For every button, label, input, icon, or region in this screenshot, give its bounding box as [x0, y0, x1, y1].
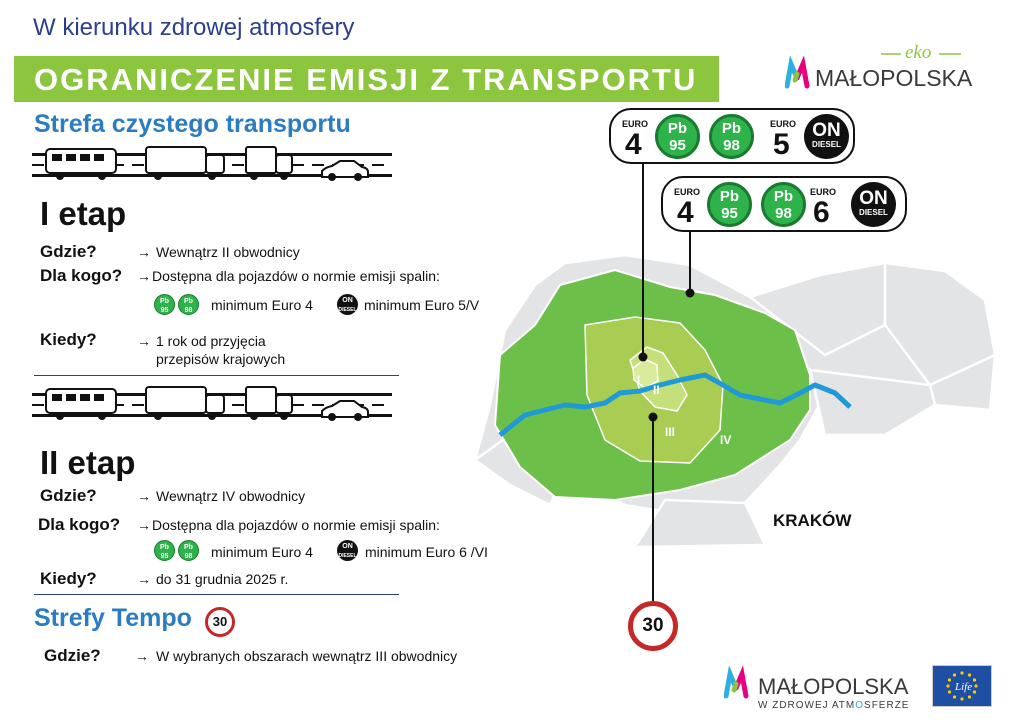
euro-card1-petrol-value: 4 — [625, 128, 642, 161]
stage1-diesel-requirement: minimum Euro 5/V — [364, 297, 480, 313]
stage2-when-label: Kiedy? — [40, 569, 97, 588]
stage1-when-value-2: przepisów krajowych — [156, 351, 286, 367]
eko-malopolska-logo: eko MAŁOPOLSKA — [785, 42, 973, 91]
stage2-when-value: do 31 grudnia 2025 r. — [156, 571, 289, 587]
stage1-who-label: Dla kogo? — [40, 266, 123, 285]
stage-divider — [34, 594, 399, 595]
logo-eko-tag: eko — [905, 42, 931, 63]
vistula-river — [498, 372, 852, 437]
stage2-when-arrow-icon: → — [137, 571, 151, 587]
stage1-petrol-requirement: minimum Euro 4 — [211, 297, 313, 313]
stage2-who-label: Dla kogo? — [38, 515, 121, 534]
leader-lines — [638, 158, 695, 602]
stage1-title: I etap — [40, 195, 127, 232]
stage1-where-arrow-icon: → — [137, 244, 151, 260]
stage2-where-label: Gdzie? — [40, 486, 97, 505]
stage2-title: II etap — [40, 444, 136, 481]
euro-card1-diesel-value: 5 — [773, 128, 790, 161]
eu-life-flag-icon: Life — [932, 665, 992, 707]
euro-card1-diesel-label: EURO — [770, 119, 797, 129]
stage1-who-value: Dostępna dla pojazdów o normie emisji sp… — [152, 268, 440, 284]
stage2-who-value: Dostępna dla pojazdów o normie emisji sp… — [152, 517, 440, 533]
road-vehicles-1-icon — [32, 146, 392, 181]
stage1-when-value-1: 1 rok od przyjęcia — [156, 333, 266, 349]
stage2-diesel-requirement: minimum Euro 6 /VI — [365, 544, 488, 560]
ring-label-iv: IV — [720, 433, 731, 447]
ring-label-i: I — [637, 374, 640, 386]
malopolska-logo: MAŁOPOLSKA W ZDROWEJ ATMOSFERZE — [724, 665, 909, 711]
stage1-where-value: Wewnątrz II obwodnicy — [156, 244, 300, 260]
clean-zone-title: Strefa czystego transportu — [34, 110, 351, 138]
footer-logo-name: MAŁOPOLSKA — [758, 674, 909, 699]
stage2-where-value: Wewnątrz IV obwodnicy — [156, 488, 306, 504]
euro-card1-petrol-label: EURO — [622, 119, 649, 129]
euro-card2-diesel-label: EURO — [810, 187, 837, 197]
stage2-who-arrow-icon: → — [137, 517, 151, 533]
tempo-where-value: W wybranych obszarach wewnątrz III obwod… — [156, 648, 458, 664]
stage1-when-arrow-icon: → — [137, 333, 151, 349]
stage1-where-label: Gdzie? — [40, 242, 97, 261]
tempo-where-label: Gdzie? — [44, 646, 101, 665]
city-name: KRAKÓW — [773, 511, 852, 530]
ring-label-ii: II — [653, 383, 660, 397]
road-vehicles-2-icon — [32, 386, 392, 421]
stage-divider — [34, 375, 399, 376]
footer-logo-tagline: W ZDROWEJ ATMOSFERZE — [758, 700, 909, 711]
banner-title: OGRANICZENIE EMISJI Z TRANSPORTU — [34, 62, 698, 97]
euro-card2-petrol-value: 4 — [677, 196, 694, 229]
stage1-when-label: Kiedy? — [40, 330, 97, 349]
speed-limit-sign-icon: 30 — [628, 601, 678, 651]
tempo-zones-title: Strefy Tempo — [34, 604, 192, 632]
stage1-who-arrow-icon: → — [137, 268, 151, 284]
footer-logo-m-mark-icon — [724, 665, 749, 699]
stage2-where-arrow-icon: → — [137, 488, 151, 504]
logo-m-mark-icon — [785, 55, 810, 89]
krakow-zones-map: I II III IV — [472, 253, 997, 549]
top-caption: W kierunku zdrowej atmosfery — [33, 14, 355, 41]
euro-card2-petrol-label: EURO — [674, 187, 701, 197]
ring-label-iii: III — [665, 425, 675, 439]
stage2-petrol-requirement: minimum Euro 4 — [211, 544, 313, 560]
logo-name: MAŁOPOLSKA — [815, 65, 973, 91]
eu-life-text: Life — [954, 681, 972, 693]
title-banner — [14, 56, 719, 102]
speed-limit-30-icon: 30 — [205, 607, 235, 637]
tempo-where-arrow-icon: → — [135, 648, 149, 664]
euro-card2-diesel-value: 6 — [813, 196, 830, 229]
